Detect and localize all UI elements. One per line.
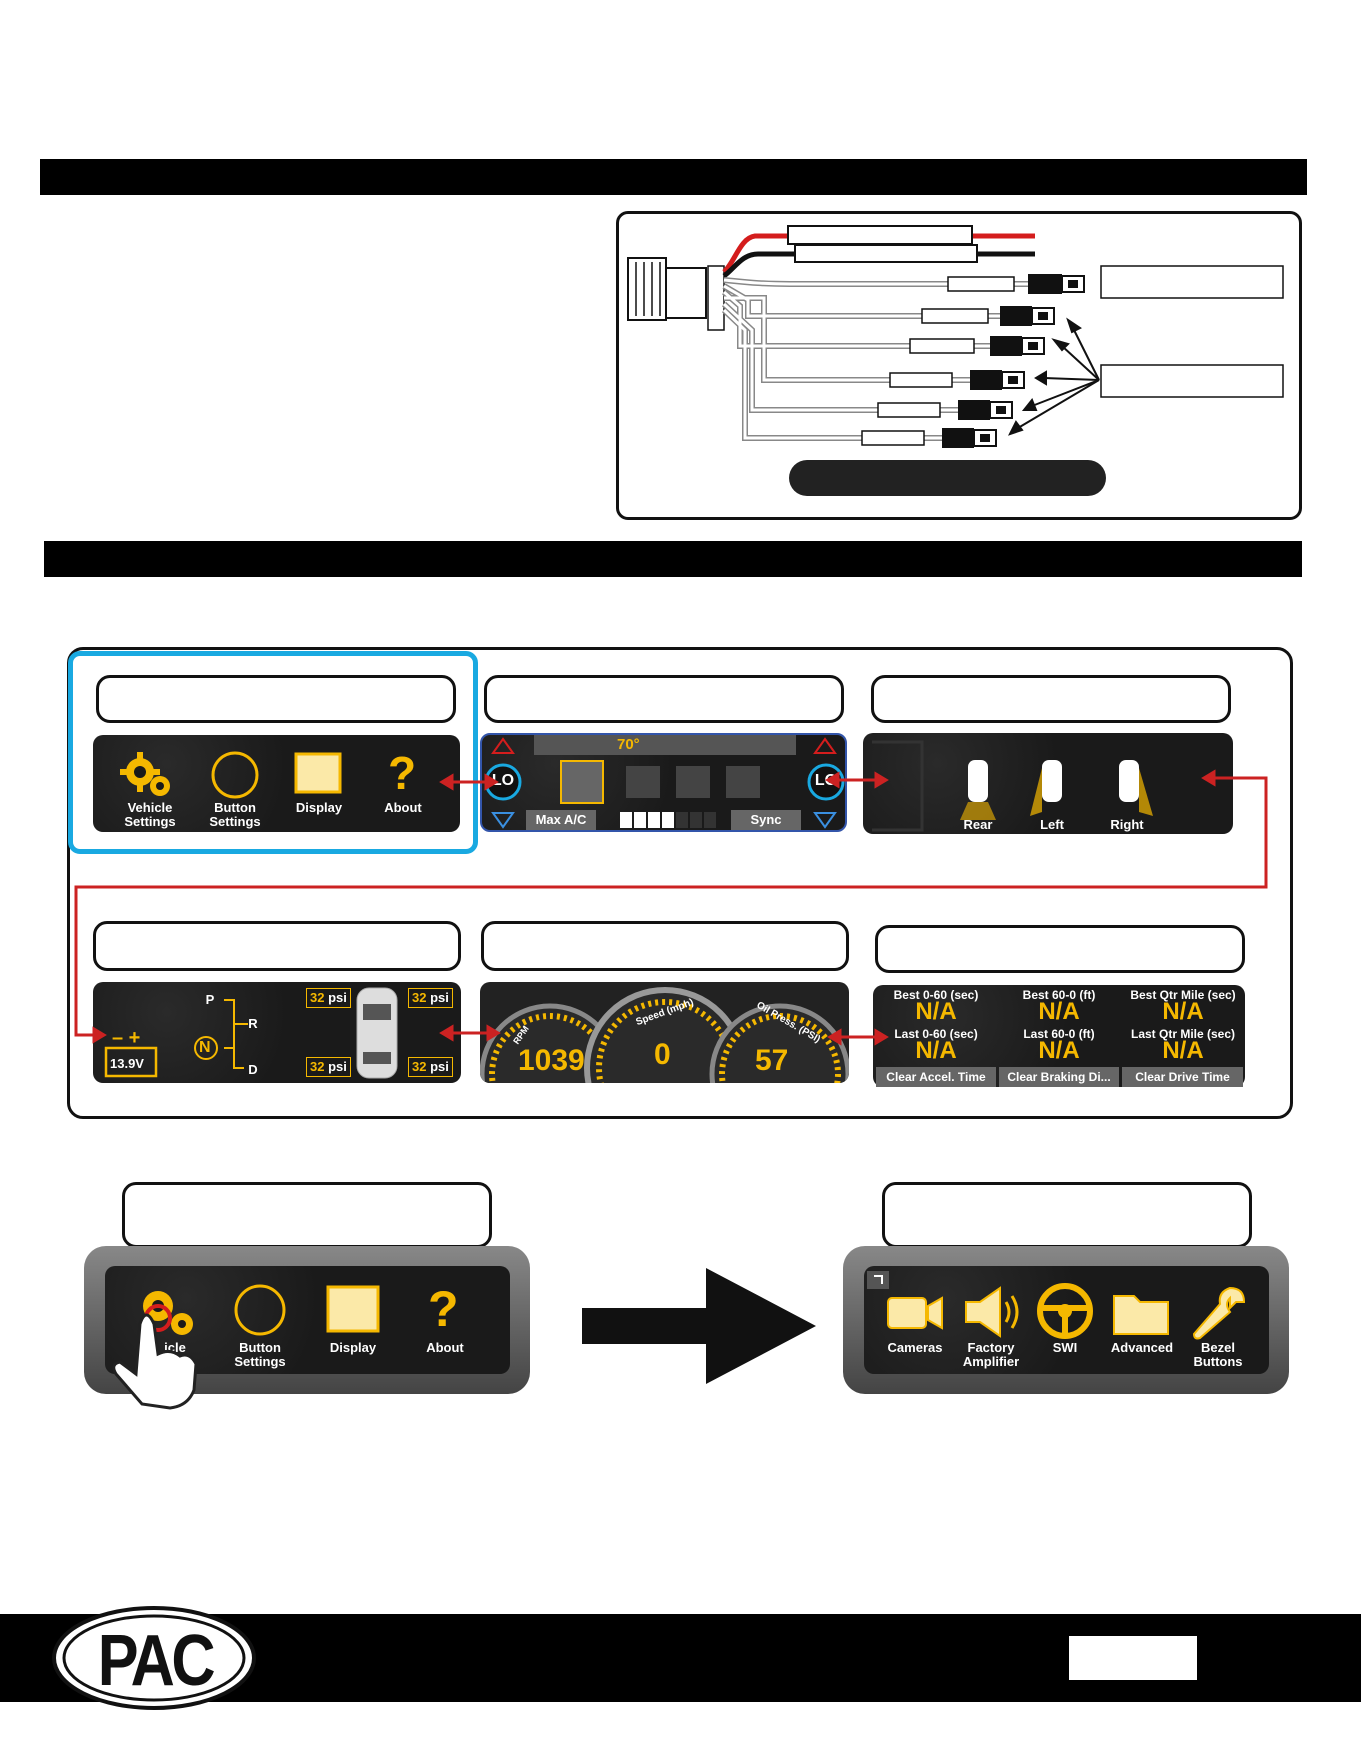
circle-button-icon [211,751,259,799]
menu-button-settings[interactable]: Button Settings [209,800,261,829]
label-pill-7 [122,1182,492,1248]
pac-logo-text: PAC [97,1621,216,1701]
climate-lo-left[interactable]: LO [491,772,515,789]
pac-logo [52,1606,256,1710]
speaker-icon [965,1286,1019,1338]
steering-wheel-icon [1037,1283,1093,1339]
menu-about[interactable]: About [384,800,422,815]
climate-lo-right[interactable]: LO [814,772,838,789]
gear-shift-diagram [224,999,248,1069]
label-pill-4 [93,921,461,971]
climate-top-strip [534,735,796,755]
display-icon-2 [326,1285,380,1333]
climate-max-ac[interactable]: Max A/C [526,810,596,830]
perf-best-060-value: N/A [915,998,957,1025]
left-car-icon [1030,760,1062,816]
camera-left[interactable]: Left [1040,817,1064,832]
clear-drive-button[interactable]: Clear Drive Time [1122,1067,1243,1087]
gear-d: D [248,1062,258,1077]
climate-sync[interactable]: Sync [731,810,801,830]
footer-white-box [1069,1636,1197,1680]
camera-icon [887,1296,943,1330]
menu-vehicle-settings[interactable]: Vehicle Settings [124,800,176,829]
perf-best-600-value: N/A [1038,998,1080,1025]
menu-factory-amplifier[interactable]: Factory Amplifier [962,1340,1020,1369]
perf-last-qtr-value: N/A [1162,1037,1204,1064]
tire-front-left: 32 psi [306,988,351,1008]
clear-braking-button[interactable]: Clear Braking Di... [999,1067,1119,1087]
camera-right[interactable]: Right [1110,817,1144,832]
gauge-oil-value: 57 [755,1044,789,1077]
tire-rear-right: 32 psi [408,1057,453,1077]
suv-top-view-icon [356,987,398,1079]
battery-icon: – + [104,1027,158,1078]
gear-n: N [199,1039,211,1056]
right-car-icon [1119,760,1153,816]
display-icon [294,752,342,794]
hand-pointer-icon [112,1304,198,1410]
menu2-button-settings[interactable]: Button Settings [234,1340,286,1369]
gear-p: P [205,992,215,1007]
gear-icon [120,752,170,796]
perf-best-qtr-value: N/A [1162,998,1204,1025]
gear-r: R [248,1016,258,1031]
tire-rear-left: 32 psi [306,1057,351,1077]
camera-rear[interactable]: Rear [963,817,993,832]
gauge-speed-value: 0 [654,1038,671,1071]
menu-display[interactable]: Display [295,800,343,815]
section-header-bar-2 [44,541,1302,577]
question-icon-2: ? [428,1281,459,1337]
harness-diagram-frame [616,211,1302,520]
battery-voltage: 13.9V [110,1056,144,1071]
menu-bezel-buttons[interactable]: Bezel Buttons [1193,1340,1243,1369]
folder-icon [1113,1295,1169,1335]
menu2-about[interactable]: About [426,1340,464,1355]
temp-down-right-icon[interactable] [813,812,837,829]
flow-arrow-right [582,1268,816,1384]
camera-frame-outline [872,740,924,832]
label-pill-3 [871,675,1231,723]
temp-down-left-icon[interactable] [491,812,515,829]
menu2-display[interactable]: Display [329,1340,377,1355]
gear-n-ring [194,1036,218,1060]
rear-car-icon [960,760,996,820]
climate-temp: 70° [617,736,640,753]
label-pill-5 [481,921,849,971]
wrench-icon [1192,1286,1246,1340]
label-pill-2 [484,675,844,723]
label-pill-6 [875,925,1245,973]
clear-accel-button[interactable]: Clear Accel. Time [876,1067,996,1087]
question-icon: ? [388,747,417,799]
temp-up-left-icon[interactable] [491,737,515,754]
menu-swi[interactable]: SWI [1052,1340,1078,1355]
perf-last-060-value: N/A [915,1037,957,1064]
label-pill-8 [882,1182,1252,1248]
tire-front-right: 32 psi [408,988,453,1008]
section-header-bar-1 [40,159,1307,195]
temp-up-right-icon[interactable] [813,737,837,754]
menu-cameras[interactable]: Cameras [887,1340,943,1355]
airflow-mode-icons[interactable] [560,760,760,804]
perf-last-600-value: N/A [1038,1037,1080,1064]
menu-advanced[interactable]: Advanced [1110,1340,1174,1355]
circle-button-icon-2 [234,1284,286,1336]
back-icon[interactable] [866,1270,890,1290]
label-pill-1 [96,675,456,723]
svg-text:– +: – + [112,1027,140,1049]
gauge-rpm-value: 1039 [518,1044,585,1077]
